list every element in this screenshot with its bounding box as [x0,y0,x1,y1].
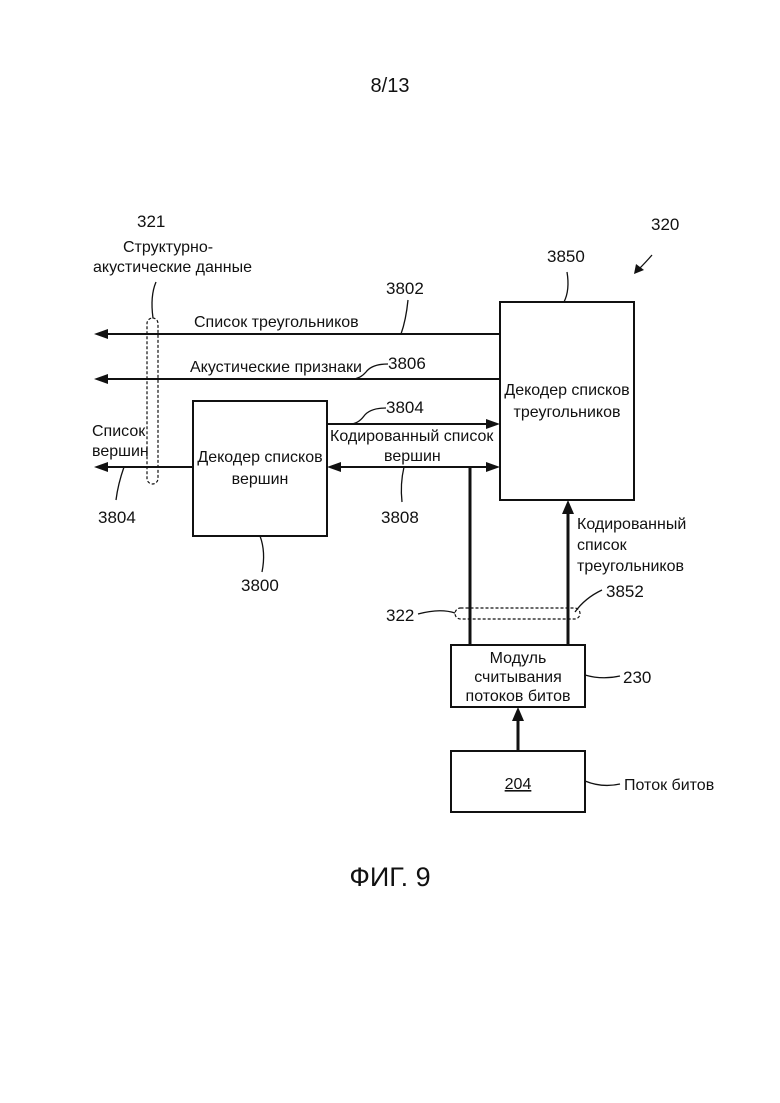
encoded-vertex-arrowhead-left [327,462,341,472]
reader-label-line3: потоков битов [466,688,571,705]
ref-3802: 3802 [386,279,424,298]
structural-acoustic-label-line2: акустические данные [93,259,252,276]
ref-3802-leader [401,300,408,334]
vertex-list-label-line2: вершин [92,443,149,460]
source-to-reader-arrowhead [512,707,524,721]
acoustic-features-label: Акустические признаки [190,359,362,376]
vertex-list-label-line1: Список [92,423,146,440]
ref-3806: 3806 [388,354,426,373]
figure-caption: ФИГ. 9 [349,862,430,892]
bitstream-group-outline [455,608,580,619]
ref-3850-leader [564,272,568,302]
vertex-decoder-label-line1: Декодер списков [197,449,322,466]
ref-322-leader [418,611,455,614]
triangle-decoder-label-line2: треугольников [514,404,621,421]
encoded-triangle-label-line1: Кодированный [577,516,686,533]
ref-3804-upper-leader [350,408,386,424]
ref-3804-lower: 3804 [98,508,136,527]
page-number: 8/13 [371,75,410,97]
ref-3852-leader [575,590,602,612]
ref-3800: 3800 [241,576,279,595]
vertex-decoder-label-line2: вершин [232,471,289,488]
bitstream-leader [585,781,620,785]
bitstream-label: Поток битов [624,777,714,794]
triangle-decoder-label-line1: Декодер списков [504,382,629,399]
source-ref-label: 204 [505,776,532,793]
ref-3808: 3808 [381,508,419,527]
encoded-triangle-label-line3: треугольников [577,558,684,575]
vertex-list-arrowhead [94,462,108,472]
ref-230: 230 [623,668,651,687]
ref-3850: 3850 [547,247,585,266]
ref-3804-upper: 3804 [386,398,424,417]
encoded-vertex-label-line2: вершин [384,448,441,465]
structural-acoustic-label-line1: Структурно- [123,239,213,256]
triangle-list-arrowhead [94,329,108,339]
reader-label-line1: Модуль [490,650,547,667]
acoustic-features-arrowhead [94,374,108,384]
encoded-vertex-arrowhead-right [486,462,500,472]
ref-320: 320 [651,215,679,234]
reader-to-triangle-arrowhead [562,500,574,514]
ref-3808-leader [401,467,404,502]
vertex-list-decoder-box [193,401,327,536]
ref-321-leader [152,282,156,318]
ref-3800-leader [260,536,264,572]
reader-label-line2: считывания [474,669,562,686]
ref-321: 321 [137,212,165,231]
encoded-vertex-label-line1: Кодированный список [330,428,494,445]
ref-322: 322 [386,606,414,625]
encoded-triangle-label-line2: список [577,537,628,554]
ref-3852: 3852 [606,582,644,601]
triangle-list-decoder-box [500,302,634,500]
triangle-list-label: Список треугольников [194,314,359,331]
ref-230-leader [585,675,620,678]
ref-3804-lower-leader [116,467,124,500]
